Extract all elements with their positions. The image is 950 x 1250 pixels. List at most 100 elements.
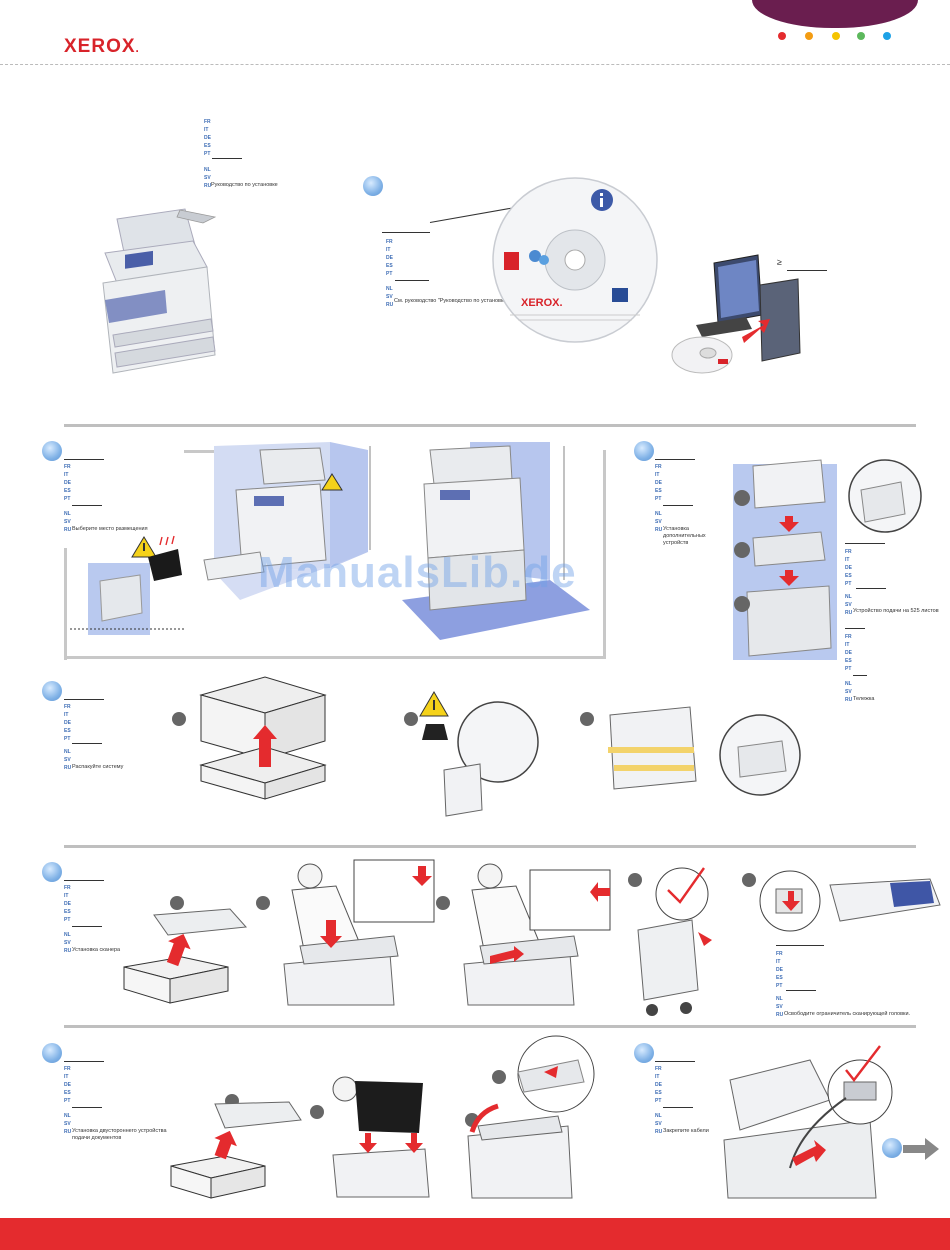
dadf-step-3	[492, 1070, 506, 1084]
location-underline-2	[72, 505, 102, 506]
unpack-box-illustration	[199, 676, 327, 800]
scanner-slide-illustration	[463, 863, 611, 1006]
options-caption: Установка дополнительных устройств	[663, 526, 706, 546]
scanner-step-5	[742, 873, 756, 887]
scanner-step-4	[628, 873, 642, 887]
unpack-step-3	[580, 712, 594, 726]
section-divider-3	[64, 1025, 916, 1028]
scanner-unbox-illustration	[123, 908, 248, 1004]
dadf-step-2	[310, 1105, 324, 1119]
location-frame	[64, 450, 606, 659]
options-underline-2	[663, 505, 693, 506]
scanner-step-2	[256, 896, 270, 910]
step-bullet-scanner	[42, 862, 62, 882]
section-divider-2	[64, 845, 916, 848]
unpack-underline-2	[72, 743, 102, 744]
dadf-underline-2	[72, 1107, 102, 1108]
xerox-logo: XEROX.	[64, 36, 140, 57]
color-dot-green	[857, 32, 865, 40]
printer-illustration	[102, 208, 217, 374]
scanner-place-illustration	[283, 859, 435, 1006]
dadf-unbox-illustration	[170, 1101, 302, 1199]
computer-pointer-line	[787, 270, 827, 271]
scanner-underline	[64, 880, 104, 881]
dadf-close-illustration	[467, 1035, 595, 1199]
cd-see-guide-label: См. руководство "Руководство по установк…	[394, 298, 509, 304]
unpack-caption: Распакуйте систему	[72, 764, 124, 770]
unpack-step-2	[404, 712, 418, 726]
step-bullet-location	[42, 441, 62, 461]
cables-underline-2	[663, 1107, 693, 1108]
color-dot-red	[778, 32, 786, 40]
cd-underline-2	[395, 280, 429, 281]
section-divider-1	[64, 424, 916, 427]
options-tray-underline	[845, 543, 885, 544]
step-bullet-cd	[363, 176, 383, 196]
clearance-warning-illustration	[70, 535, 185, 635]
options-underline	[655, 459, 695, 460]
location-underline	[64, 459, 104, 460]
dadf-mount-illustration	[332, 1076, 430, 1198]
cd-brand-label: XEROX.	[521, 297, 563, 309]
options-cart-underline-2	[853, 675, 867, 676]
next-page-arrow-icon	[903, 1138, 939, 1160]
options-cart-underline	[845, 628, 865, 629]
location-frame-left	[64, 548, 67, 660]
scanner-step-3	[436, 896, 450, 910]
header-tab	[752, 0, 918, 28]
cables-connect-illustration	[723, 1045, 893, 1199]
intro-underline	[212, 158, 242, 159]
scanner-underline-2	[72, 926, 102, 927]
lift-warning-illustration	[419, 691, 539, 817]
cables-underline	[655, 1061, 695, 1062]
footer-bar	[0, 1218, 950, 1250]
color-dot-yellow	[832, 32, 840, 40]
scanner-step-1	[170, 896, 184, 910]
scanner-caption: Установка сканера	[72, 947, 121, 953]
dadf-caption-line2: подачи документов	[72, 1135, 122, 1141]
location-caption: Выберите место размещения	[72, 526, 148, 532]
color-dot-orange	[805, 32, 813, 40]
options-cart-caption: Тележка	[853, 696, 875, 702]
room-clearance-illustration-a	[203, 442, 371, 600]
dadf-caption-line1: Установка двустороннего устройства	[72, 1128, 167, 1134]
scanner-cable-illustration	[637, 867, 712, 1016]
scanner-lock-caption: Освободите ограничитель сканирующей голо…	[784, 1011, 911, 1017]
intro-install-guide-label: Руководство по установке	[211, 182, 278, 188]
step-bullet-options	[634, 441, 654, 461]
unpack-underline	[64, 699, 104, 700]
step-bullet-unpack	[42, 681, 62, 701]
watermark: ManualsLib.de	[258, 548, 577, 597]
ge-symbol-label: ≥	[777, 257, 782, 267]
dadf-underline	[64, 1061, 104, 1062]
unpack-step-1	[172, 712, 186, 726]
options-tray-underline-2	[856, 588, 886, 589]
scanner-lock-illustration	[759, 870, 941, 932]
cables-caption: Закрепите кабели	[663, 1128, 709, 1134]
header-divider	[0, 64, 950, 65]
scanner-lock-underline-2	[786, 990, 816, 991]
step-bullet-dadf	[42, 1043, 62, 1063]
software-cd-illustration	[492, 177, 658, 343]
color-dot-blue	[883, 32, 891, 40]
